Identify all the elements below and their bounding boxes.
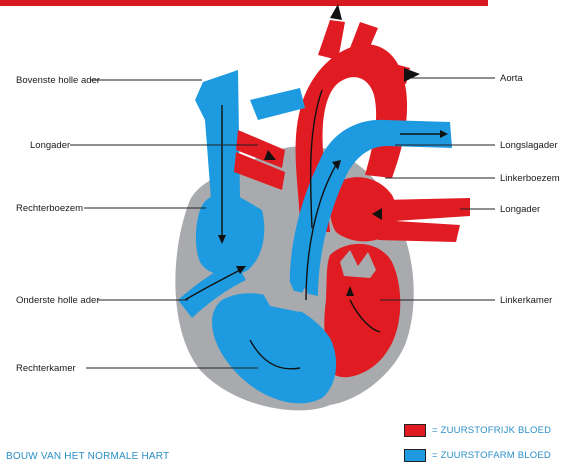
label-pulmonary-vein-left: Longader <box>30 140 70 151</box>
legend-text-red: = ZUURSTOFRIJK BLOED <box>432 425 551 436</box>
legend-swatch-blue <box>404 449 426 462</box>
diagram-caption: BOUW VAN HET NORMALE HART <box>6 451 169 462</box>
label-right-atrium: Rechterboezem <box>16 203 83 214</box>
label-right-ventricle: Rechterkamer <box>16 363 76 374</box>
label-superior-vena-cava: Bovenste holle ader <box>16 75 100 86</box>
label-left-ventricle: Linkerkamer <box>500 295 552 306</box>
pulmonary-vein-right-vessel-2 <box>378 220 460 242</box>
label-pulmonary-vein-right: Longader <box>500 204 540 215</box>
right-atrium-chamber <box>196 194 264 276</box>
label-pulmonary-artery: Longslagader <box>500 140 558 151</box>
legend-text-blue: = ZUURSTOFARM BLOED <box>432 450 551 461</box>
pulmonary-artery-left-branch <box>250 88 305 120</box>
label-aorta: Aorta <box>500 73 523 84</box>
arrowhead-aorta-top <box>330 4 342 20</box>
pulmonary-vein-right-vessel <box>380 198 470 222</box>
arrowhead-aorta-right <box>404 68 420 82</box>
legend-swatch-red <box>404 424 426 437</box>
label-left-atrium: Linkerboezem <box>500 173 560 184</box>
label-inferior-vena-cava: Onderste holle ader <box>16 295 99 306</box>
legend-oxygen-poor: = ZUURSTOFARM BLOED <box>404 448 551 462</box>
legend-oxygen-rich: = ZUURSTOFRIJK BLOED <box>404 423 551 437</box>
